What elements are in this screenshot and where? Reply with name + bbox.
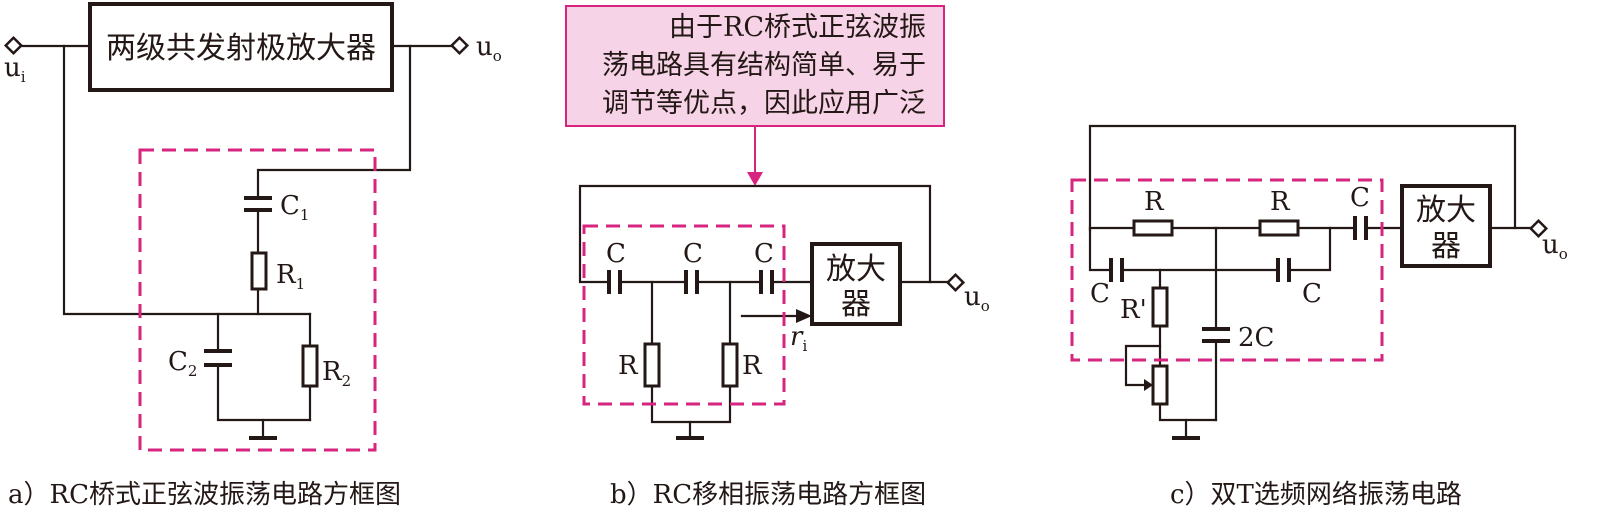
- cap-label-b1: C: [606, 239, 626, 269]
- caption-b: b）RC移相振荡电路方框图: [610, 480, 926, 510]
- note-line-2: 荡电路具有结构简单、易于: [602, 50, 926, 81]
- wire-c-low-right: [1288, 226, 1332, 272]
- potentiometer-wiper-wire: [1124, 344, 1162, 387]
- ri-label: ri: [790, 322, 807, 355]
- wire-c-left-down: [1088, 226, 1111, 272]
- amplifier-box-c: [1400, 184, 1492, 268]
- output-label-c: uo: [1542, 230, 1568, 263]
- note-line-1: 由于RC桥式正弦波振: [669, 12, 926, 43]
- feedback-wire-c: [1088, 124, 1517, 232]
- diagram-b: 由于RC桥式正弦波振 荡电路具有结构简单、易于 调节等优点，因此应用广泛 C C…: [565, 5, 990, 510]
- output-terminal-a: [449, 35, 470, 56]
- cap-label-b2: C: [683, 239, 703, 269]
- amplifier-label-c-1: 放大: [1416, 193, 1476, 228]
- resistor-r2: [301, 344, 319, 388]
- res-label-b2: R: [742, 351, 763, 381]
- caption-c: c）双T选频网络振荡电路: [1170, 480, 1462, 510]
- diagram-c: R R C 放大 器 uo C C 2C R': [1070, 124, 1568, 510]
- cap-label-c-low2: C: [1302, 279, 1322, 309]
- network-frame-b: [582, 224, 786, 406]
- amplifier-box-b: [810, 242, 902, 326]
- res-label-c2: R: [1270, 187, 1291, 217]
- res-label-c1: R: [1144, 187, 1165, 217]
- cap-label-c-series: C: [1350, 183, 1370, 213]
- input-label-a: ui: [4, 53, 26, 86]
- feedback-wire-b: [578, 184, 932, 284]
- capacitor-b2: [684, 270, 699, 294]
- amplifier-label-b-1: 放大: [826, 252, 886, 287]
- potentiometer-c: [1151, 364, 1169, 406]
- capacitor-2c: [1202, 327, 1230, 343]
- wire-c-bottom: [1158, 402, 1218, 422]
- c1-label: C1: [280, 191, 309, 224]
- cap-label-2c: 2C: [1238, 323, 1274, 353]
- r-prime-label: R': [1120, 295, 1147, 325]
- amplifier-label-b-2: 器: [841, 287, 871, 322]
- c2-branch-wire: [216, 312, 312, 422]
- c2-label: C2: [168, 347, 197, 380]
- resistor-b1: [643, 342, 661, 388]
- network-frame-c: [1070, 178, 1384, 362]
- resistor-r-prime: [1151, 286, 1169, 328]
- capacitor-c-low2: [1276, 258, 1291, 282]
- r1-label: R1: [276, 260, 305, 293]
- output-label-a: uo: [476, 32, 502, 65]
- input-terminal-a: [3, 35, 24, 56]
- cap-label-c-low1: C: [1090, 279, 1110, 309]
- output-terminal-b: [945, 272, 966, 293]
- resistor-r1: [250, 251, 268, 291]
- capacitor-c-low1: [1109, 258, 1124, 282]
- output-terminal-c: [1528, 218, 1549, 239]
- diagram-a: 两级共发射极放大器 ui uo C1 R1 C2 R2 a）R: [3, 2, 502, 510]
- capacitor-b3: [759, 270, 774, 294]
- capacitor-b1: [607, 270, 622, 294]
- resistor-c2: [1258, 219, 1300, 237]
- res-label-b1: R: [618, 351, 639, 381]
- caption-a: a）RC桥式正弦波振荡电路方框图: [8, 480, 401, 510]
- note-arrow-head: [747, 172, 763, 186]
- capacitor-c-series: [1353, 216, 1368, 240]
- input-branch-wire-a: [62, 44, 312, 316]
- cap-label-b3: C: [754, 239, 774, 269]
- feedback-wire-a: [256, 44, 412, 199]
- resistor-b2: [721, 342, 739, 388]
- capacitor-c1: [244, 196, 272, 212]
- note-callout: [565, 5, 945, 127]
- amplifier-label-a: 两级共发射极放大器: [106, 31, 376, 66]
- output-label-b: uo: [964, 282, 990, 315]
- potentiometer-wiper-arrow: [1144, 379, 1153, 391]
- capacitor-c2: [204, 349, 232, 367]
- amplifier-label-c-2: 器: [1431, 229, 1461, 264]
- resistor-wires-b: [650, 280, 732, 424]
- network-frame-a: [138, 148, 377, 452]
- note-line-3: 调节等优点，因此应用广泛: [602, 88, 926, 119]
- resistor-c1: [1132, 219, 1174, 237]
- ri-arrow-head: [796, 309, 812, 323]
- r2-label: R2: [322, 357, 351, 390]
